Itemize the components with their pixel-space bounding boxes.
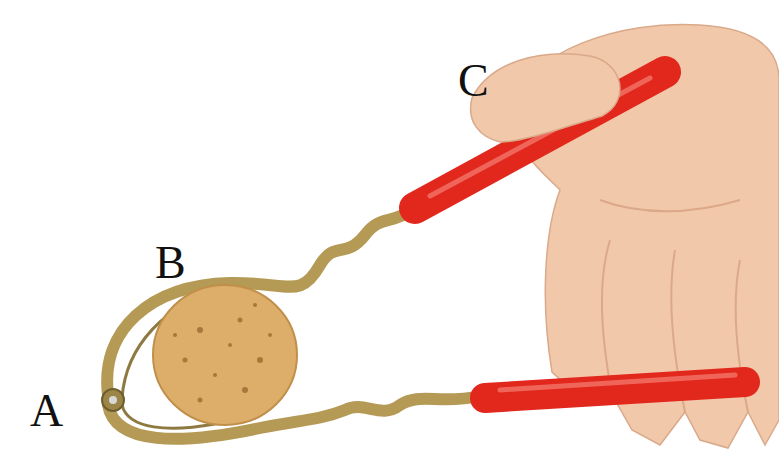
point-label: C bbox=[458, 58, 489, 104]
point-label: B bbox=[155, 240, 186, 286]
walnut-texture bbox=[173, 303, 272, 403]
handle-shine bbox=[500, 375, 735, 390]
lower-arm bbox=[108, 396, 480, 439]
hinge bbox=[102, 389, 124, 411]
walnut bbox=[153, 285, 297, 425]
point-label: A bbox=[30, 388, 63, 434]
hand-thumb bbox=[471, 54, 620, 142]
hinge-pin bbox=[109, 396, 117, 404]
